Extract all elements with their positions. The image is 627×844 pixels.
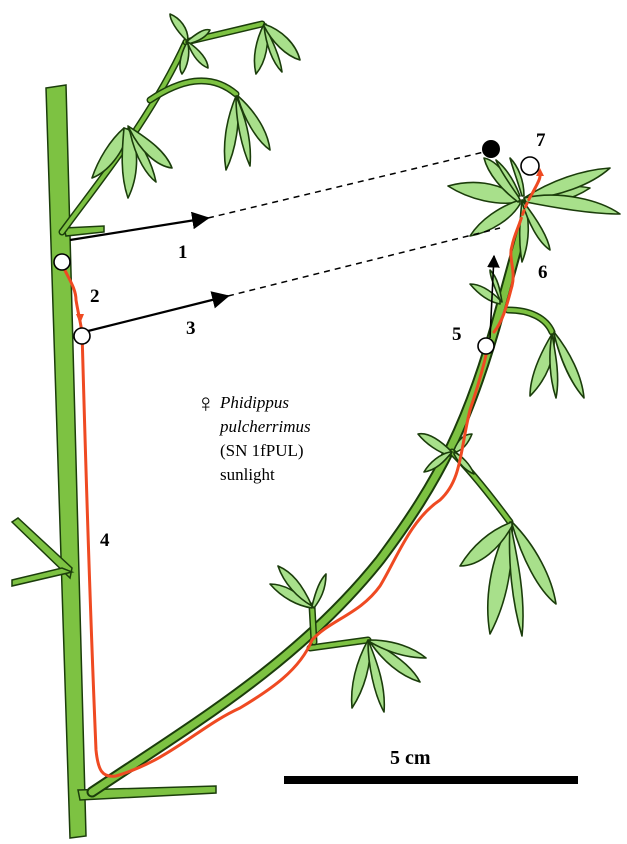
specimen-id: (SN 1fPUL) <box>220 441 304 460</box>
step-label-4: 4 <box>100 530 110 551</box>
main-stem <box>46 85 86 838</box>
jump-arrow-3 <box>84 296 228 332</box>
jump-dash-3 <box>228 228 500 296</box>
start-point-1 <box>54 254 70 270</box>
scale-bar <box>284 776 578 784</box>
target-point <box>482 140 500 158</box>
light-condition: sunlight <box>220 465 275 484</box>
scale-bar-label: 5 cm <box>390 747 431 769</box>
end-point-7 <box>521 157 539 175</box>
leaf-cluster-right-low <box>460 522 556 636</box>
leaf-cluster-mid-upper <box>224 96 270 170</box>
leaf-cluster-top-right <box>254 24 300 74</box>
spider-path-arrowhead-2 <box>76 314 84 324</box>
step-label-5: 5 <box>452 324 462 345</box>
species-name-line1: Phidippus <box>219 393 289 412</box>
step-label-6: 6 <box>538 262 548 283</box>
female-symbol: ♀ <box>196 389 216 418</box>
leaf-cluster-lower <box>270 566 426 712</box>
step-label-2: 2 <box>90 286 100 307</box>
step-label-1: 1 <box>178 242 188 263</box>
leaf-cluster-right-mid <box>470 270 584 398</box>
step-label-7: 7 <box>536 130 546 151</box>
leaf-cluster-upper-left <box>92 126 172 198</box>
species-name-line2: pulcherrimus <box>219 417 311 436</box>
spider-path-main <box>62 264 488 776</box>
step-label-3: 3 <box>186 318 196 339</box>
start-point-5 <box>478 338 494 354</box>
start-point-3 <box>74 328 90 344</box>
